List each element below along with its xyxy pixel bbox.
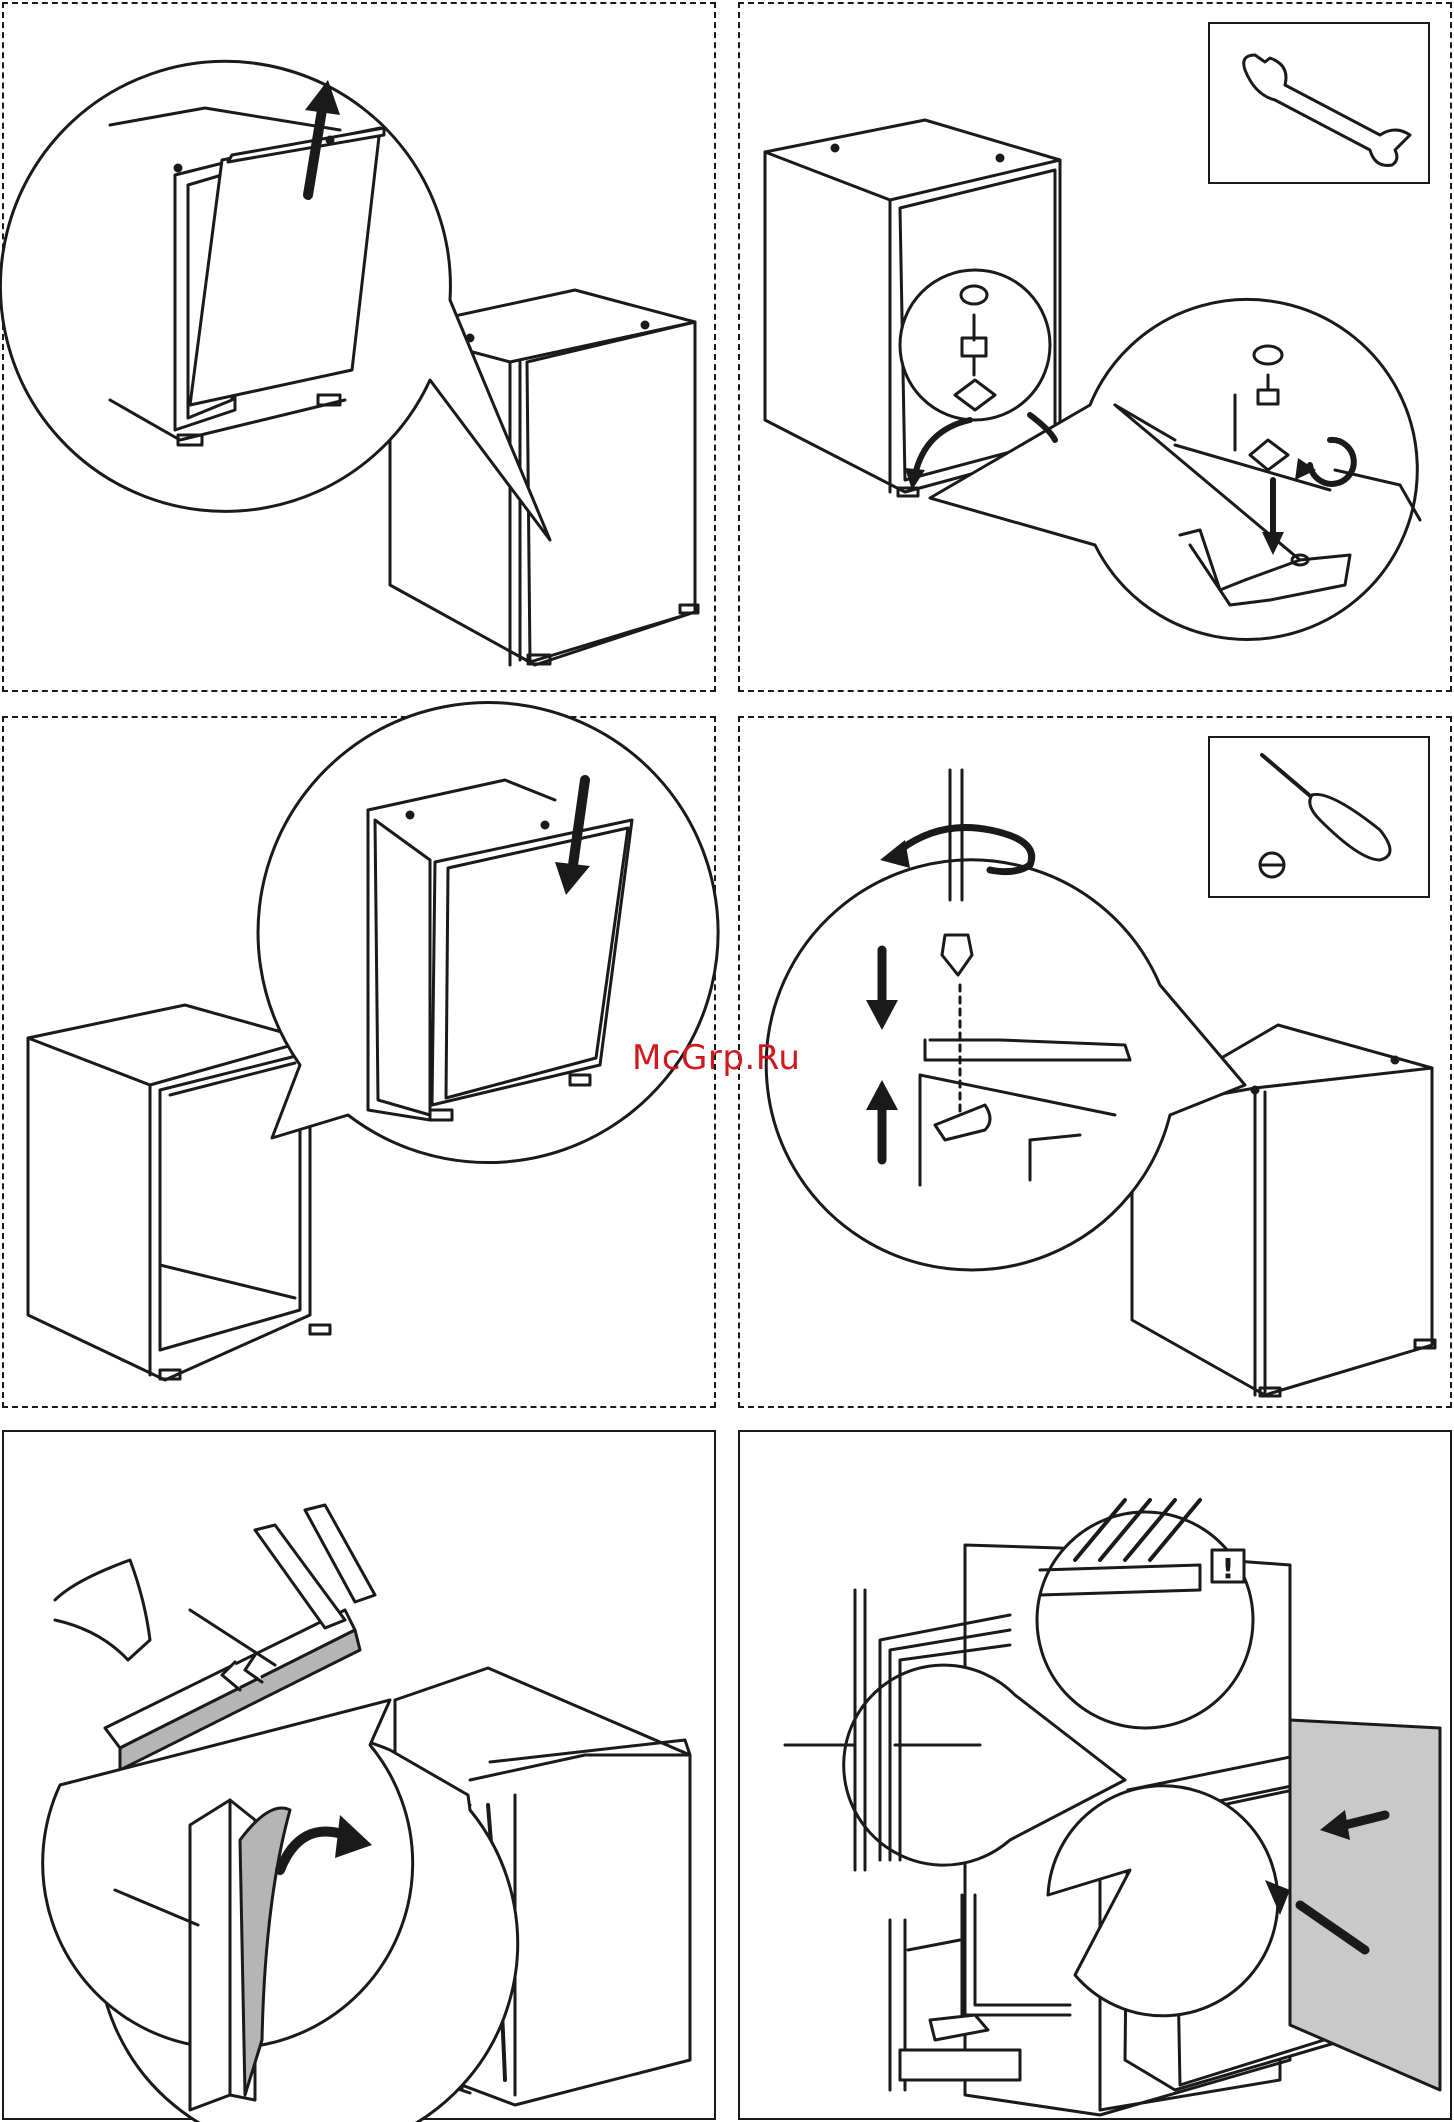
warning-icon: ! — [1222, 1552, 1235, 1585]
screwdriver-icon — [1260, 755, 1390, 877]
watermark-text: McGrp.Ru — [632, 1038, 800, 1078]
wrench-icon — [1244, 55, 1410, 165]
panel-6-top-zoom — [1037, 1500, 1253, 1728]
panel-2-small-zoom — [900, 270, 1050, 420]
panel-6-door-panel — [1290, 1720, 1440, 2090]
panel-3-zoom-circle — [258, 703, 718, 1163]
panel-3-cabinet — [28, 1005, 330, 1380]
